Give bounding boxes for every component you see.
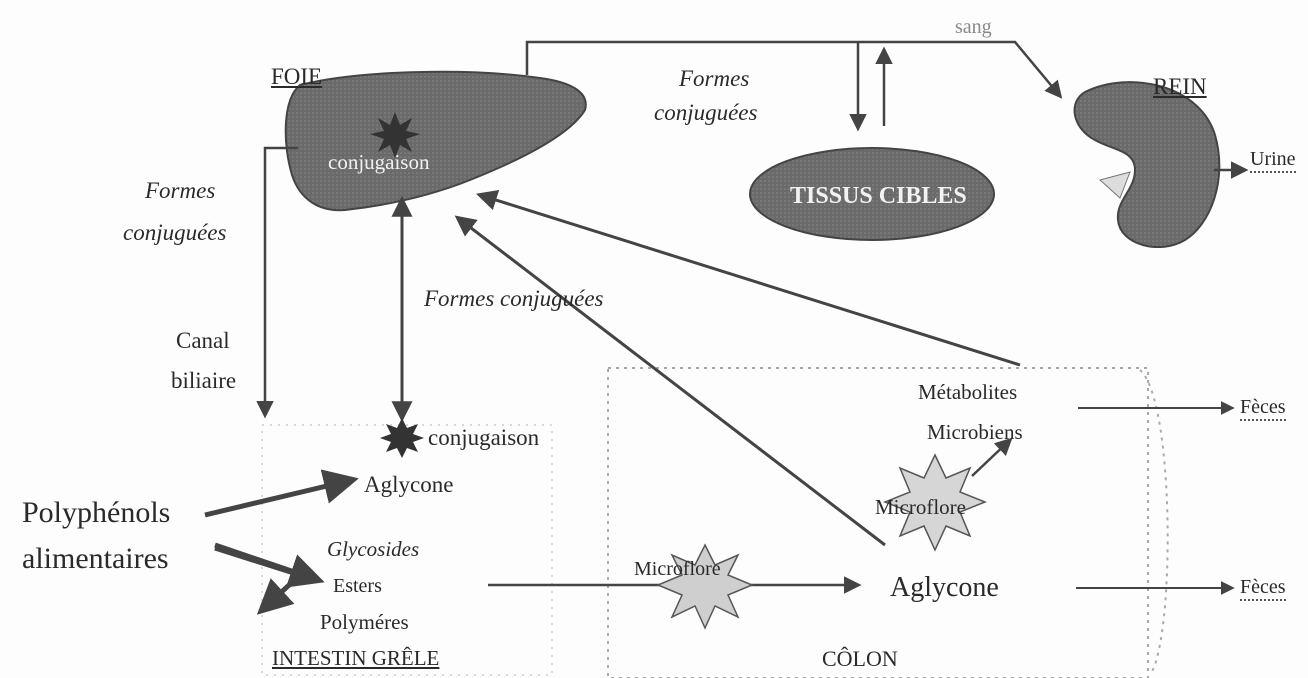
intestine-aglycone-label: Aglycone (364, 472, 453, 498)
feces-bottom-label: Fèces (1240, 576, 1286, 601)
colon-region (608, 368, 1148, 678)
intestine-conjugation-label: conjugaison (428, 425, 539, 451)
feces-top-label: Fèces (1240, 396, 1286, 421)
bile-canal-line2: biliaire (171, 368, 236, 394)
conjugated-forms-left-line2: conjuguées (123, 220, 226, 246)
blood-label: sang (955, 16, 992, 39)
polyphenols-to-aglycone-arrow (205, 480, 352, 515)
polymers-label: Polyméres (320, 610, 409, 635)
conjugated-forms-mid-label: Formes conjuguées (424, 286, 604, 312)
urine-label: Urine (1250, 148, 1296, 173)
colon-aglycone-label: Aglycone (890, 572, 999, 604)
bile-canal-arrow (265, 148, 298, 415)
microflore-intestine-label: Microflore (634, 558, 721, 581)
intestine-conjugation-star-icon (380, 418, 424, 458)
microflore-to-metabolites-arrow (972, 440, 1010, 476)
colon-curve (1140, 370, 1168, 675)
colon-aglycone-to-liver-arrow (458, 218, 885, 545)
conjugated-forms-left-line1: Formes (145, 178, 215, 204)
polyphenols-line1: Polyphénols (22, 496, 170, 530)
microflore-colon-label: Microflore (875, 495, 966, 520)
glycosides-label: Glycosides (327, 537, 419, 562)
metabolites-label: Métabolites (918, 380, 1017, 405)
liver-label: FOIE (271, 64, 322, 90)
liver-conjugation-label: conjugaison (328, 150, 429, 175)
colon-label: CÔLON (822, 646, 898, 672)
esters-label: Esters (333, 575, 382, 598)
conjugated-forms-top-line1: Formes (679, 66, 749, 92)
polyphenols-line2: alimentaires (22, 542, 169, 576)
kidney-shape (1075, 82, 1220, 247)
liver-shape (286, 72, 586, 210)
target-tissues-label: TISSUS CIBLES (790, 183, 967, 210)
small-intestine-label: INTESTIN GRÊLE (272, 646, 439, 671)
bile-canal-line1: Canal (176, 328, 230, 354)
kidney-label: REIN (1153, 74, 1207, 100)
blood-flow-arrow (527, 42, 1060, 96)
microbial-label: Microbiens (927, 420, 1023, 445)
conjugated-forms-top-line2: conjuguées (654, 100, 757, 126)
